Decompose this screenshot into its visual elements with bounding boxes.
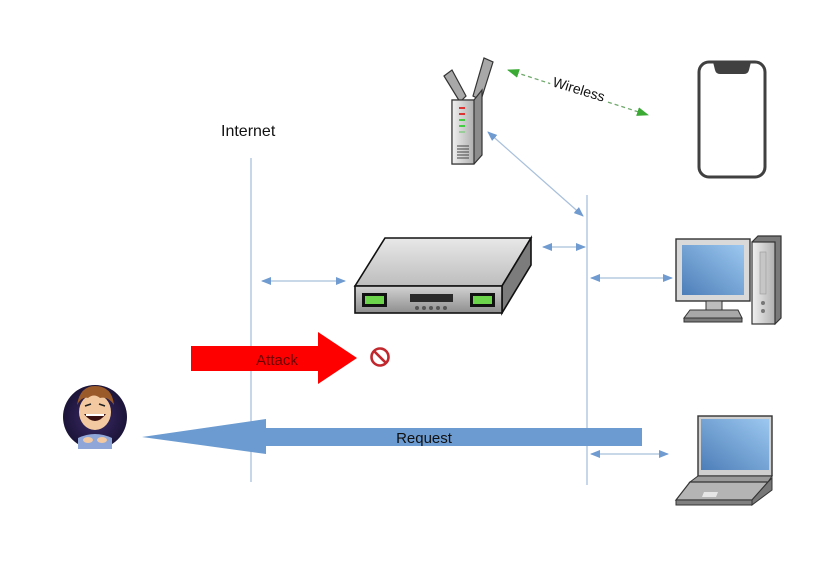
laptop-icon[interactable] — [674, 415, 773, 506]
internet-label: Internet — [221, 123, 276, 140]
wireless-access-point-icon[interactable] — [443, 57, 494, 165]
attacker-avatar[interactable] — [63, 385, 127, 449]
attack-label: Attack — [256, 352, 298, 369]
request-arrow: Request — [142, 419, 642, 454]
request-label: Request — [396, 430, 453, 447]
wireless-label: Wireless — [551, 74, 607, 105]
desktop-computer-icon[interactable] — [675, 235, 782, 326]
smartphone-icon[interactable] — [697, 60, 767, 179]
router-icon[interactable] — [353, 235, 533, 316]
blocked-icon — [370, 347, 390, 367]
attack-arrow: Attack — [191, 332, 357, 384]
link-ap-lan — [487, 131, 584, 217]
